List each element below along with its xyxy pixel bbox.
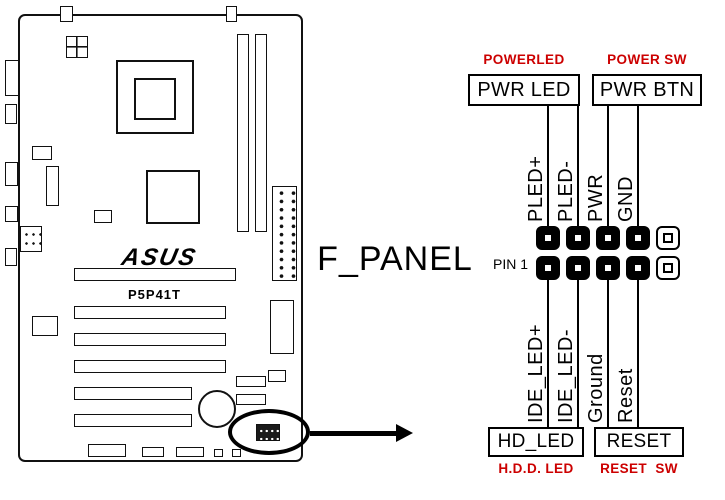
connector-title: F_PANEL [317, 240, 473, 278]
board-component [226, 6, 237, 22]
board-component [142, 447, 164, 457]
wire-pled-plus [547, 106, 549, 226]
powerled-heading: POWERLED [483, 52, 565, 67]
board-component [32, 146, 52, 160]
board-component [176, 447, 204, 457]
io-port [5, 248, 17, 266]
io-port [5, 206, 18, 222]
pin-label-gnd: GND [615, 176, 637, 222]
pwr-led-box: PWR LED [468, 74, 580, 106]
board-component [232, 449, 241, 457]
pin-reset [626, 256, 650, 280]
pin-ide-led-plus [536, 256, 560, 280]
reset-sw-heading: RESET SW [600, 461, 678, 476]
pci-slot [74, 360, 226, 373]
board-component [32, 316, 58, 336]
pin-label-ide-led-plus: IDE_LED+ [525, 323, 547, 423]
callout-arrow [310, 431, 398, 436]
pwr-btn-box: PWR BTN [592, 74, 702, 106]
highlight-ellipse [228, 409, 310, 455]
wire-ide-led-minus [577, 280, 579, 427]
pin-gnd [626, 226, 650, 250]
pci-slot [74, 306, 226, 319]
pin-nc-top [656, 226, 680, 250]
callout-arrow-head [396, 424, 413, 442]
atx12v-connector [66, 36, 88, 58]
pin-key [656, 256, 680, 280]
wire-gnd [637, 106, 639, 226]
pin-ide-led-minus [566, 256, 590, 280]
pin-label-reset: Reset [615, 368, 637, 423]
wire-ground [607, 280, 609, 427]
board-component [268, 370, 286, 382]
pci-slot [74, 333, 226, 346]
pin-pwr [596, 226, 620, 250]
cmos-battery [198, 390, 236, 428]
board-component [60, 6, 73, 22]
atx-power-connector [272, 186, 297, 281]
dimm-slot [255, 34, 267, 232]
pin-label-pwr: PWR [585, 173, 607, 222]
wire-pled-minus [577, 106, 579, 226]
reset-box: RESET [594, 427, 684, 457]
ide-connector [270, 300, 294, 354]
pin-label-pled-minus: PLED- [555, 160, 577, 222]
board-component [94, 210, 112, 223]
pci-slot [74, 414, 192, 427]
pin-pled-minus [566, 226, 590, 250]
hd-led-box: HD_LED [488, 427, 584, 457]
pin-label-pled-plus: PLED+ [525, 155, 547, 222]
board-component [46, 166, 59, 206]
board-component [214, 449, 223, 457]
io-port [5, 162, 18, 186]
hdd-led-heading: H.D.D. LED [498, 461, 574, 476]
io-port [5, 104, 17, 124]
io-port [5, 60, 19, 96]
pci-slot [74, 387, 192, 400]
pin1-label: PIN 1 [492, 256, 528, 272]
wire-pwr [607, 106, 609, 226]
pcie-slot [74, 268, 236, 281]
pin-pled-plus [536, 226, 560, 250]
audio-jacks [20, 226, 42, 252]
wire-ide-led-plus [547, 280, 549, 427]
sata-port [236, 394, 266, 405]
power-sw-heading: POWER SW [607, 52, 687, 67]
board-component [88, 444, 126, 457]
pin-label-ide-led-minus: IDE_LED- [555, 328, 577, 423]
dimm-slot [237, 34, 249, 232]
pin-label-ground: Ground [585, 353, 607, 423]
board-model-label: P5P41T [128, 287, 181, 302]
chipset [146, 170, 200, 224]
sata-port [236, 376, 266, 387]
wire-reset [637, 280, 639, 427]
cpu-socket-inner [134, 78, 176, 120]
pin-ground [596, 256, 620, 280]
